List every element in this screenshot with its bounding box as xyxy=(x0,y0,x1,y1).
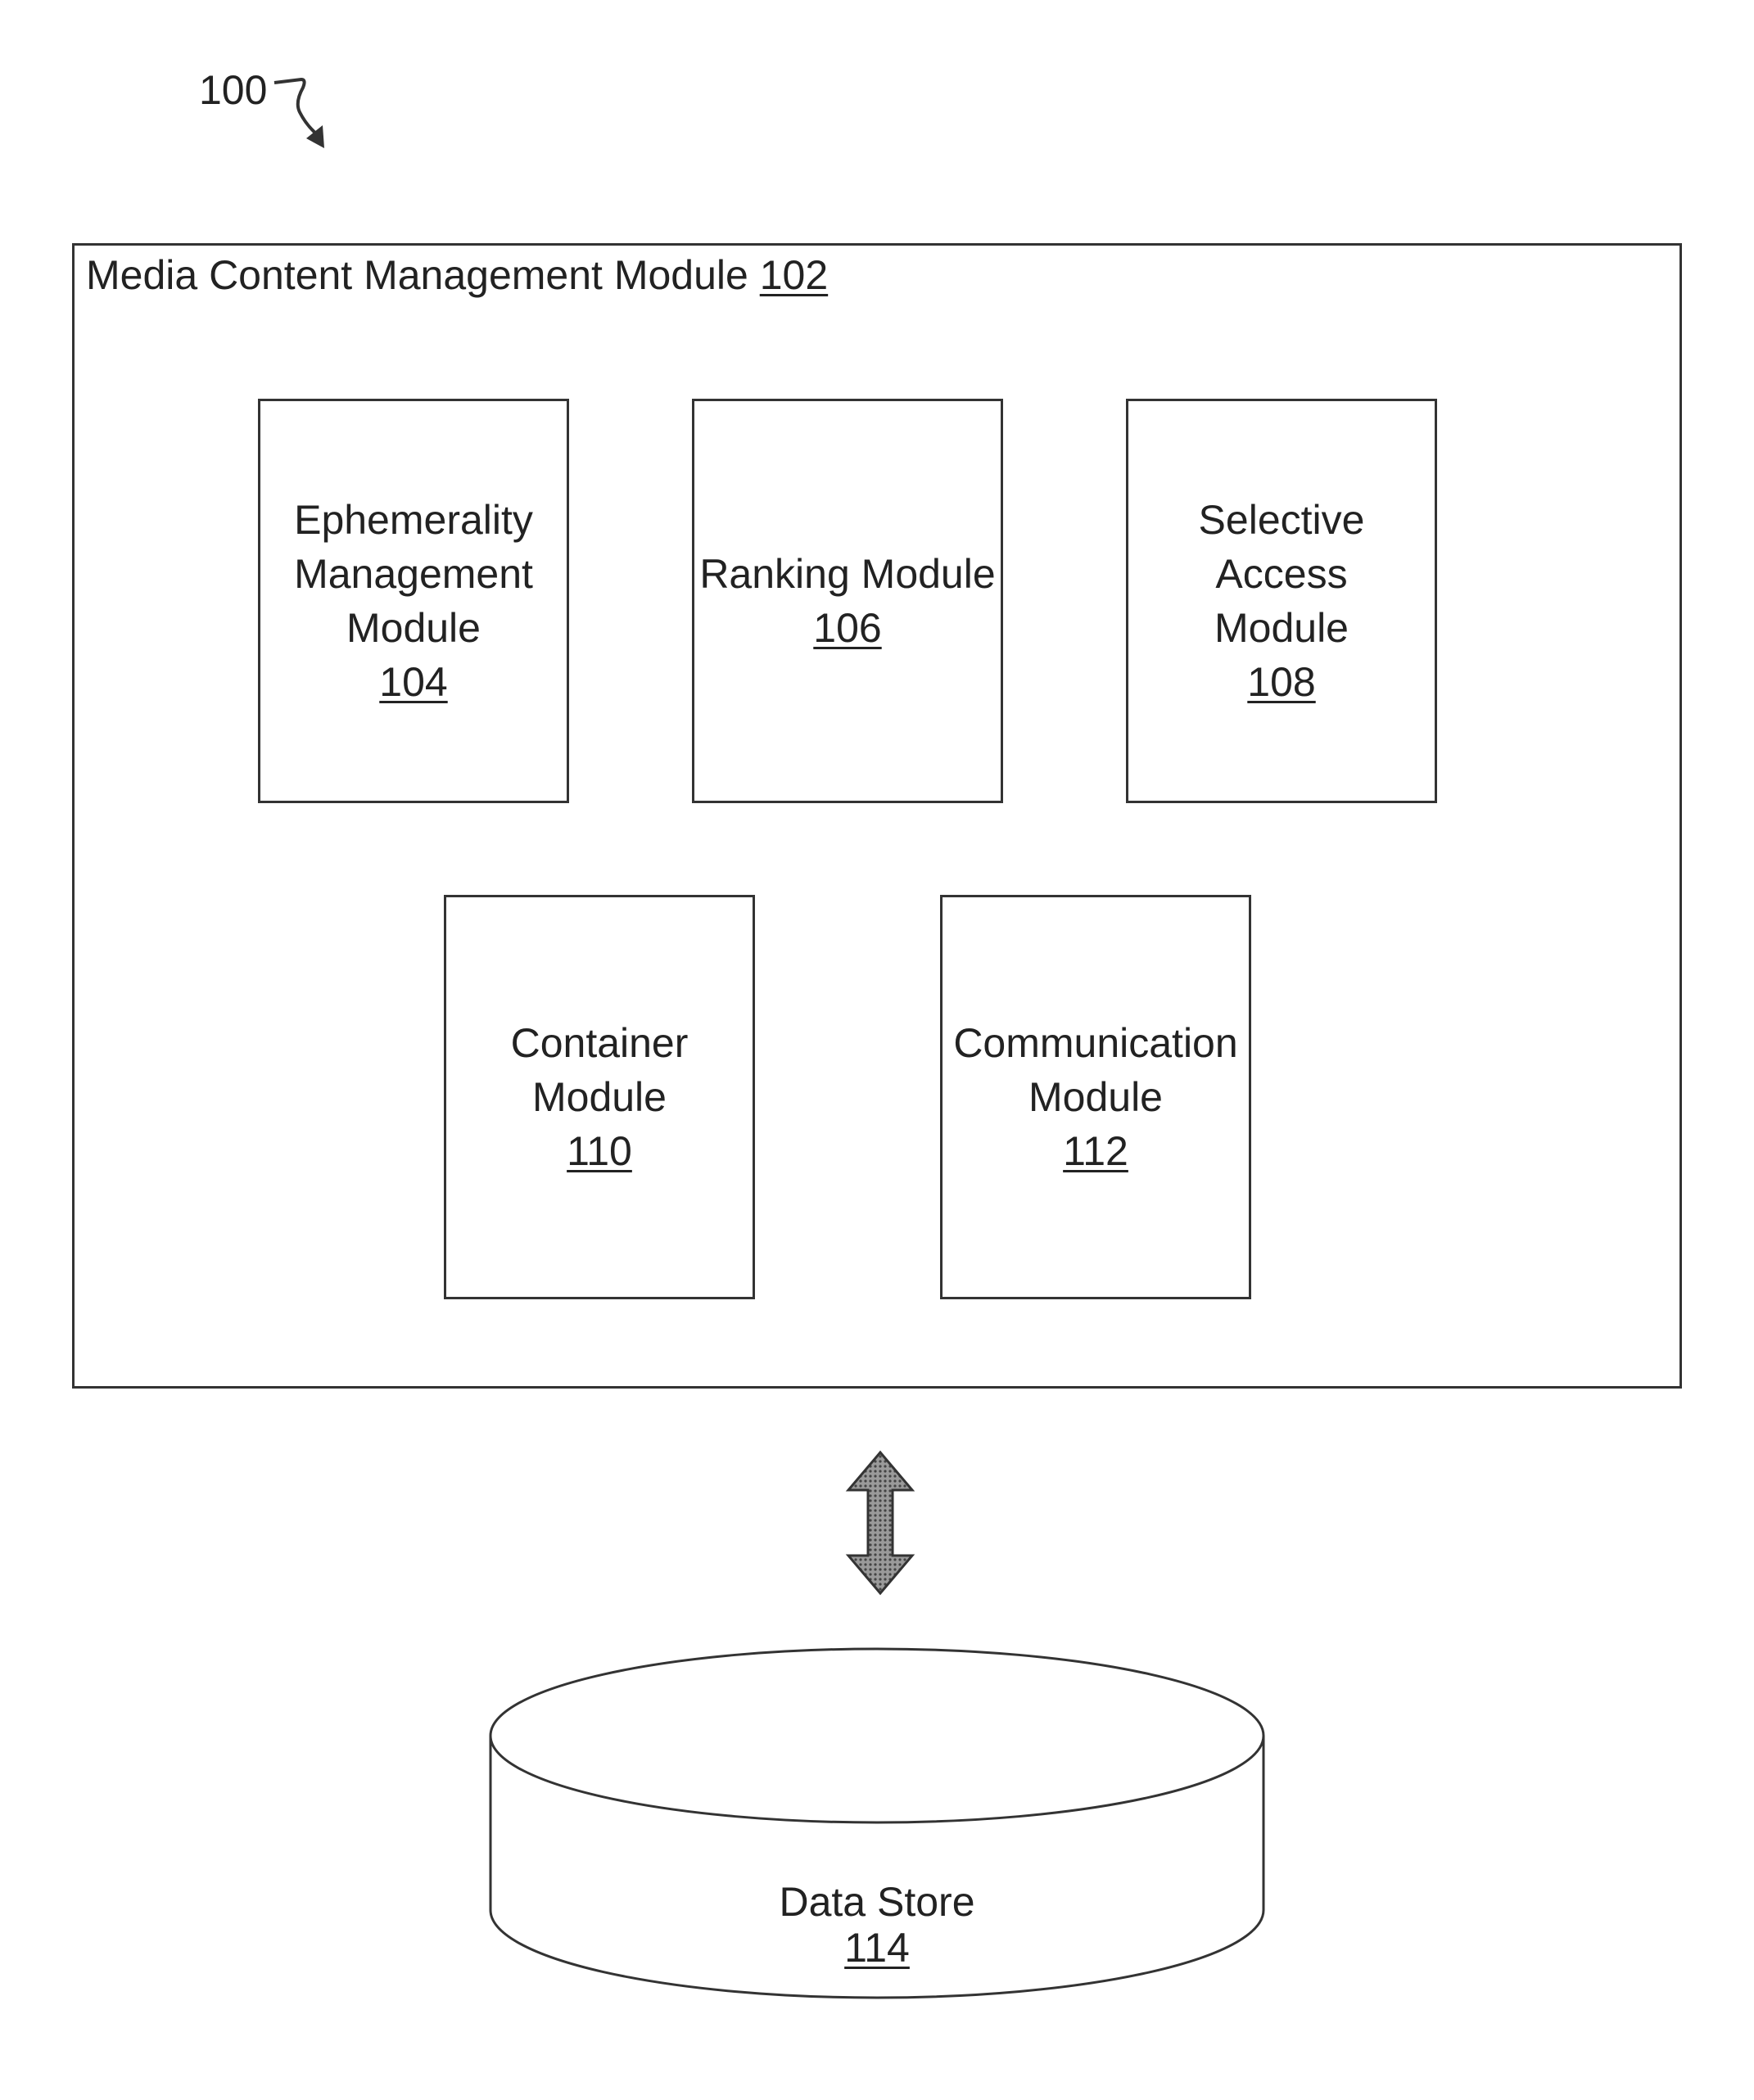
module-label-line: Module xyxy=(511,1070,689,1124)
module-label-line: Module xyxy=(953,1070,1237,1124)
module-number: 106 xyxy=(699,601,995,655)
module-label-line: Ephemerality xyxy=(294,493,533,547)
module-label-line: Ranking Module xyxy=(699,547,995,601)
figure-reference-number: 100 xyxy=(199,65,267,115)
outer-module-number: 102 xyxy=(760,252,828,298)
container-module: Container Module 110 xyxy=(444,895,755,1299)
outer-module-title: Media Content Management Module 102 xyxy=(86,250,828,300)
double-headed-arrow-icon xyxy=(843,1449,917,1596)
ephemerality-management-module: Ephemerality Management Module 104 xyxy=(258,399,569,803)
module-number: 108 xyxy=(1128,655,1435,709)
module-label-line: Module xyxy=(1128,601,1435,655)
outer-module-label: Media Content Management Module xyxy=(86,252,748,298)
curved-arrow-icon xyxy=(270,70,336,160)
data-store-number: 114 xyxy=(488,1925,1266,1971)
selective-access-module: Selective Access Module 108 xyxy=(1126,399,1437,803)
ranking-module: Ranking Module 106 xyxy=(692,399,1003,803)
data-store-name: Data Store xyxy=(488,1879,1266,1925)
module-number: 110 xyxy=(511,1124,689,1178)
module-number: 104 xyxy=(294,655,533,709)
module-label-line: Selective Access xyxy=(1128,493,1435,601)
communication-module: Communication Module 112 xyxy=(940,895,1251,1299)
data-store-label: Data Store 114 xyxy=(488,1879,1266,1971)
module-label-line: Communication xyxy=(953,1016,1237,1070)
module-label-line: Management xyxy=(294,547,533,601)
module-label-line: Container xyxy=(511,1016,689,1070)
module-number: 112 xyxy=(953,1124,1237,1178)
module-label-line: Module xyxy=(294,601,533,655)
